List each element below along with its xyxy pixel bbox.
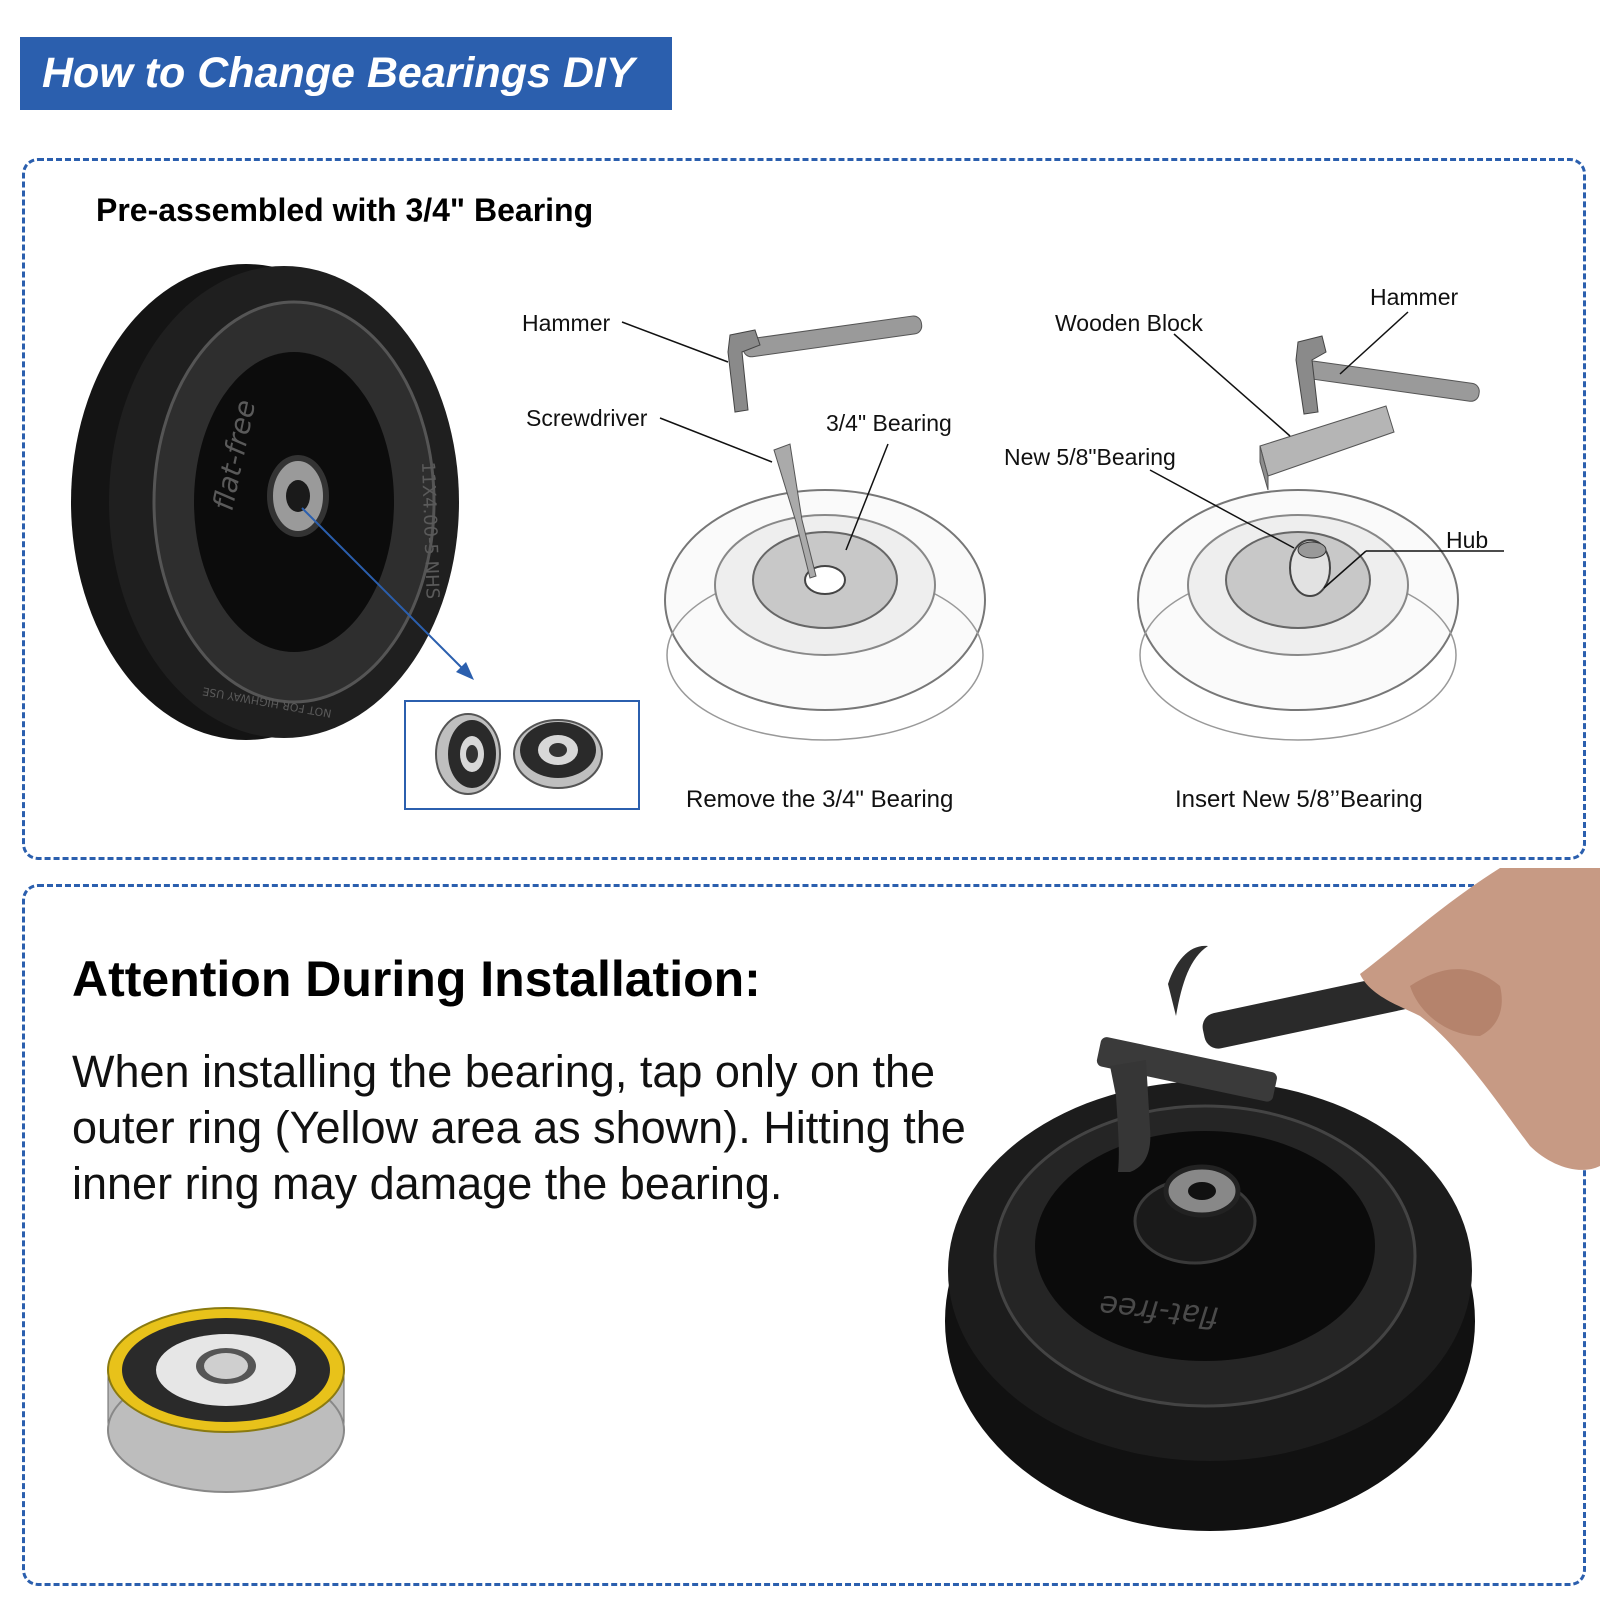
- wooden-block-label: Wooden Block: [1055, 310, 1203, 336]
- hammering-tire-image: flat-free: [945, 868, 1600, 1531]
- bearing-pair-image: [435, 713, 603, 795]
- new-bearing-label: New 5/8"Bearing: [1004, 444, 1176, 470]
- bearing-inset-box: [404, 700, 640, 810]
- screwdriver-label: Screwdriver: [526, 405, 648, 431]
- tire-size-text: 11X4.00-5 NHS: [417, 461, 443, 599]
- attention-panel: [22, 884, 1586, 1586]
- page-title-banner: How to Change Bearings DIY: [20, 37, 672, 110]
- old-bearing-label: 3/4" Bearing: [826, 410, 952, 436]
- preassembled-tire-image: flat-free 11X4.00-5 NHS NOT FOR HIGHWAY …: [71, 264, 459, 740]
- attention-body: When installing the bearing, tap only on…: [72, 1046, 966, 1209]
- preassembled-subtitle: Pre-assembled with 3/4" Bearing: [96, 192, 594, 228]
- remove-bearing-caption: Remove the 3/4" Bearing: [686, 786, 954, 813]
- insert-bearing-caption: Insert New 5/8’’Bearing: [1175, 786, 1423, 813]
- hammer-label-2: Hammer: [1370, 284, 1459, 310]
- attention-title: Attention During Installation:: [72, 951, 761, 1007]
- bearing-change-panel: [22, 158, 1586, 860]
- hammer-label: Hammer: [522, 310, 611, 336]
- hub-label: Hub: [1446, 527, 1489, 553]
- bearing-outer-ring-image: [107, 1307, 345, 1493]
